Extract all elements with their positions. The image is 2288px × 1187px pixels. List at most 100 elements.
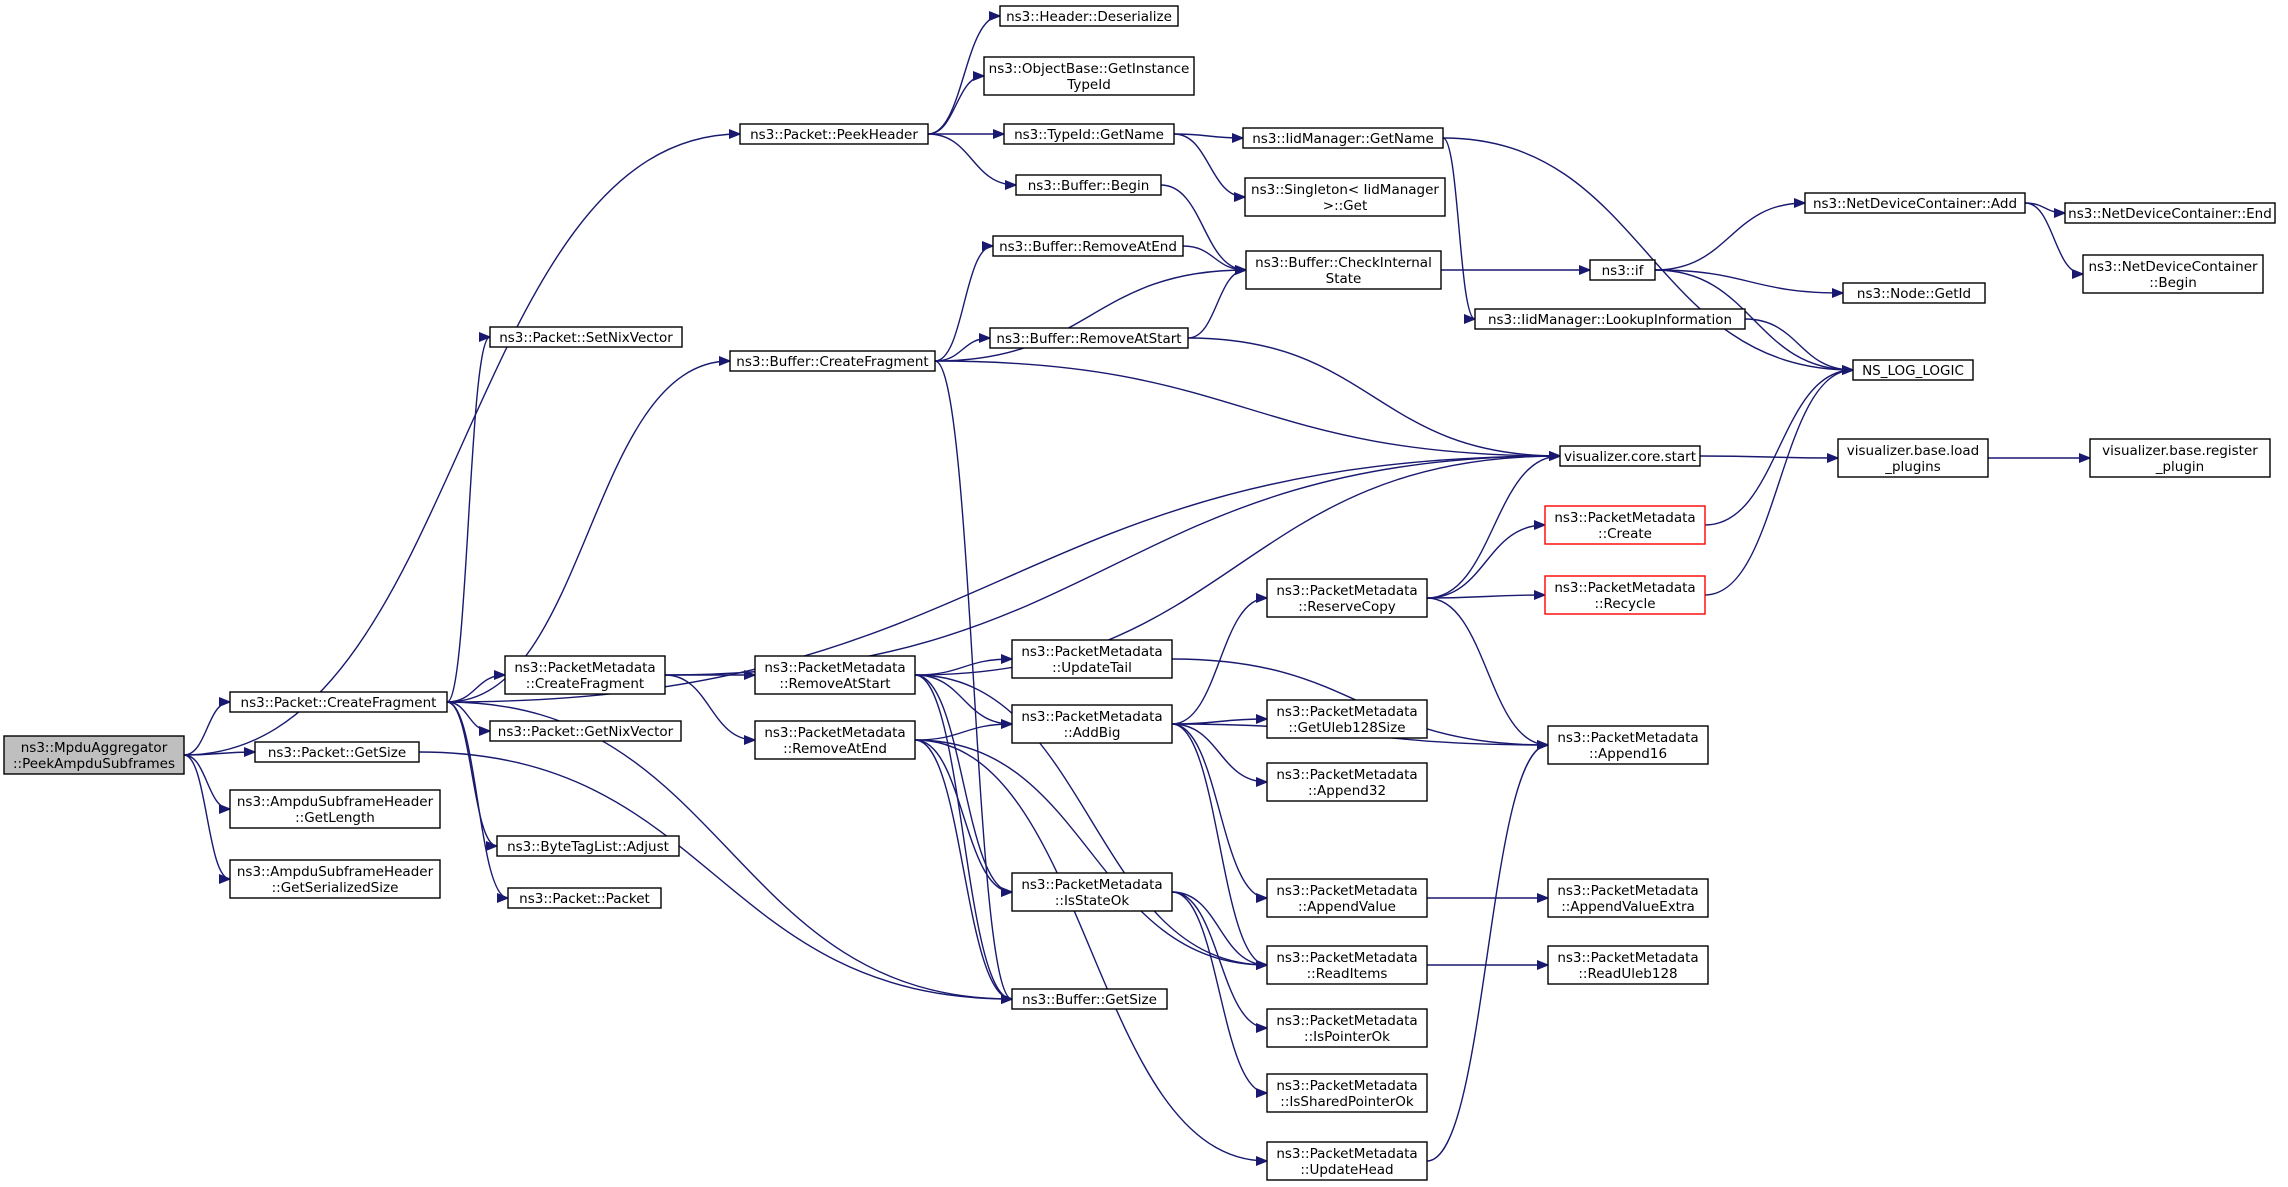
node-label: ns3::Packet::CreateFragment [241, 695, 437, 711]
node-buf-createfrag[interactable]: ns3::Buffer::CreateFragment [729, 350, 936, 372]
edge-pm-rmstart-to-buf-getsize [914, 674, 1013, 999]
call-edge [1699, 456, 1838, 458]
node-buf-begin[interactable]: ns3::Buffer::Begin [1015, 174, 1162, 196]
edge-buf-createfrag-to-vis-start [934, 360, 1560, 456]
node-pm-append32[interactable]: ns3::PacketMetadata::Append32 [1266, 762, 1428, 802]
node-label: ns3::if [1602, 263, 1645, 279]
node-label: ns3::PacketMetadata [1021, 877, 1162, 893]
edge-buf-rmend-to-buf-checkint [1182, 245, 1246, 270]
edge-mpdu-to-pkt-getsize [183, 752, 255, 755]
node-pm-rmend[interactable]: ns3::PacketMetadata::RemoveAtEnd [754, 720, 916, 760]
node-label: ns3::TypeId::GetName [1014, 127, 1164, 143]
node-label: ns3::Buffer::RemoveAtStart [996, 331, 1181, 347]
node-ndc-begin[interactable]: ns3::NetDeviceContainer::Begin [2082, 254, 2264, 294]
edge-ns3-if-to-node-getid [1654, 269, 1843, 293]
node-box [254, 741, 420, 763]
node-pkt-peekheader[interactable]: ns3::Packet::PeekHeader [739, 123, 929, 145]
node-vis-register[interactable]: visualizer.base.register_plugin [2089, 438, 2271, 478]
node-box [1852, 359, 1974, 381]
node-ndc-add[interactable]: ns3::NetDeviceContainer::Add [1804, 192, 2026, 214]
node-label: ::Append32 [1308, 783, 1386, 799]
node-label: ns3::Packet::Packet [519, 891, 650, 907]
node-ampdu-getlength[interactable]: ns3::AmpduSubframeHeader::GetLength [229, 789, 441, 829]
node-pm-appendvalue[interactable]: ns3::PacketMetadata::AppendValue [1266, 878, 1428, 918]
node-btl-adjust[interactable]: ns3::ByteTagList::Adjust [496, 835, 680, 857]
node-buf-rmend[interactable]: ns3::Buffer::RemoveAtEnd [992, 235, 1184, 257]
call-edge [446, 361, 730, 703]
node-pm-recycle[interactable]: ns3::PacketMetadata::Recycle [1544, 575, 1706, 615]
node-pm-updtail[interactable]: ns3::PacketMetadata::UpdateTail [1011, 639, 1173, 679]
call-edge [914, 724, 1012, 741]
node-ampdu-serial[interactable]: ns3::AmpduSubframeHeader::GetSerializedS… [229, 859, 441, 899]
node-vis-start[interactable]: visualizer.core.start [1559, 445, 1701, 467]
node-ndc-end[interactable]: ns3::NetDeviceContainer::End [2064, 202, 2276, 224]
node-pm-rmstart[interactable]: ns3::PacketMetadata::RemoveAtStart [754, 655, 916, 695]
node-label: ns3::PacketMetadata [1276, 583, 1417, 599]
node-label: ns3::IidManager::LookupInformation [1488, 312, 1732, 328]
node-pm-append16[interactable]: ns3::PacketMetadata::Append16 [1547, 725, 1709, 765]
edge-pm-rmend-to-pm-updhead [914, 739, 1267, 1161]
node-box [1003, 123, 1175, 145]
node-buf-rmstart[interactable]: ns3::Buffer::RemoveAtStart [989, 327, 1189, 349]
call-edge [927, 133, 1016, 185]
node-box [1589, 259, 1656, 281]
node-box [1015, 174, 1162, 196]
node-box [489, 720, 682, 742]
node-mpdu[interactable]: ns3::MpduAggregator::PeekAmpduSubframes [3, 735, 185, 775]
node-pkt-createfrag[interactable]: ns3::Packet::CreateFragment [229, 691, 448, 713]
edge-buf-begin-to-buf-checkint [1160, 184, 1246, 270]
node-box [1837, 438, 1989, 478]
edge-mpdu-to-ampdu-getlength [183, 754, 231, 809]
node-pkt-getsize[interactable]: ns3::Packet::GetSize [254, 741, 420, 763]
node-ns-log-logic[interactable]: NS_LOG_LOGIC [1852, 359, 1974, 381]
node-singleton-get[interactable]: ns3::Singleton< IidManager>::Get [1244, 177, 1446, 217]
node-label: >::Get [1323, 198, 1367, 214]
node-pm-readitems[interactable]: ns3::PacketMetadata::ReadItems [1266, 945, 1428, 985]
node-pkt-packet[interactable]: ns3::Packet::Packet [507, 887, 662, 909]
call-edge [934, 270, 1246, 362]
call-edge [934, 360, 1560, 456]
node-iid-getname[interactable]: ns3::IidManager::GetName [1242, 127, 1444, 149]
edge-typeid-getname-to-iid-getname [1173, 134, 1243, 138]
node-pm-appendvalex[interactable]: ns3::PacketMetadata::AppendValueExtra [1547, 878, 1709, 918]
node-pm-addbig[interactable]: ns3::PacketMetadata::AddBig [1011, 704, 1173, 744]
node-pkt-setnix[interactable]: ns3::Packet::SetNixVector [489, 326, 683, 348]
node-iid-lookup[interactable]: ns3::IidManager::LookupInformation [1474, 308, 1746, 330]
edge-pm-addbig-to-pm-readitems [1171, 723, 1268, 965]
node-pm-updhead[interactable]: ns3::PacketMetadata::UpdateHead [1266, 1141, 1428, 1181]
node-label: ns3::PacketMetadata [764, 660, 905, 676]
edge-pm-rmstart-to-pm-addbig [914, 674, 1012, 724]
node-label: ns3::Buffer::Begin [1028, 178, 1150, 194]
edge-pkt-createfrag-to-buf-createfrag [446, 361, 730, 703]
node-vis-loadplugins[interactable]: visualizer.base.load_plugins [1837, 438, 1989, 478]
edge-ndc-add-to-ndc-begin [2024, 202, 2084, 274]
node-typeid-getname[interactable]: ns3::TypeId::GetName [1003, 123, 1175, 145]
node-label: ::ReserveCopy [1298, 599, 1396, 615]
node-pm-getuleb[interactable]: ns3::PacketMetadata::GetUleb128Size [1266, 699, 1428, 739]
node-pm-reservecopy[interactable]: ns3::PacketMetadata::ReserveCopy [1266, 578, 1428, 618]
call-edge [914, 674, 1013, 892]
node-pm-isstateok[interactable]: ns3::PacketMetadata::IsStateOk [1011, 872, 1173, 912]
edge-pkt-peekheader-to-buf-begin [927, 133, 1016, 185]
node-pkt-getnix[interactable]: ns3::Packet::GetNixVector [489, 720, 682, 742]
node-buf-getsize[interactable]: ns3::Buffer::GetSize [1011, 988, 1168, 1010]
node-box [229, 691, 448, 713]
node-box [1547, 725, 1709, 765]
node-hdr-deser[interactable]: ns3::Header::Deserialize [999, 5, 1179, 27]
node-pm-issharedok[interactable]: ns3::PacketMetadata::IsSharedPointerOk [1266, 1073, 1428, 1113]
call-edge [1171, 723, 1267, 782]
edge-pm-rmend-to-pm-addbig [914, 724, 1012, 741]
node-box [754, 655, 916, 695]
node-pm-ispointerok[interactable]: ns3::PacketMetadata::IsPointerOk [1266, 1008, 1428, 1048]
node-pm-readuleb[interactable]: ns3::PacketMetadata::ReadUleb128 [1547, 945, 1709, 985]
edge-pkt-createfrag-to-pkt-getnix [446, 701, 491, 731]
edge-pm-rmend-to-pm-isstateok [914, 739, 1012, 892]
node-box [1266, 578, 1428, 618]
node-pm-create[interactable]: ns3::PacketMetadata::Create [1544, 505, 1706, 545]
node-ns3-if[interactable]: ns3::if [1589, 259, 1656, 281]
node-pm-createfrag[interactable]: ns3::PacketMetadata::CreateFragment [504, 655, 666, 695]
edge-pm-addbig-to-pm-append32 [1171, 723, 1267, 782]
node-node-getid[interactable]: ns3::Node::GetId [1842, 282, 1986, 304]
